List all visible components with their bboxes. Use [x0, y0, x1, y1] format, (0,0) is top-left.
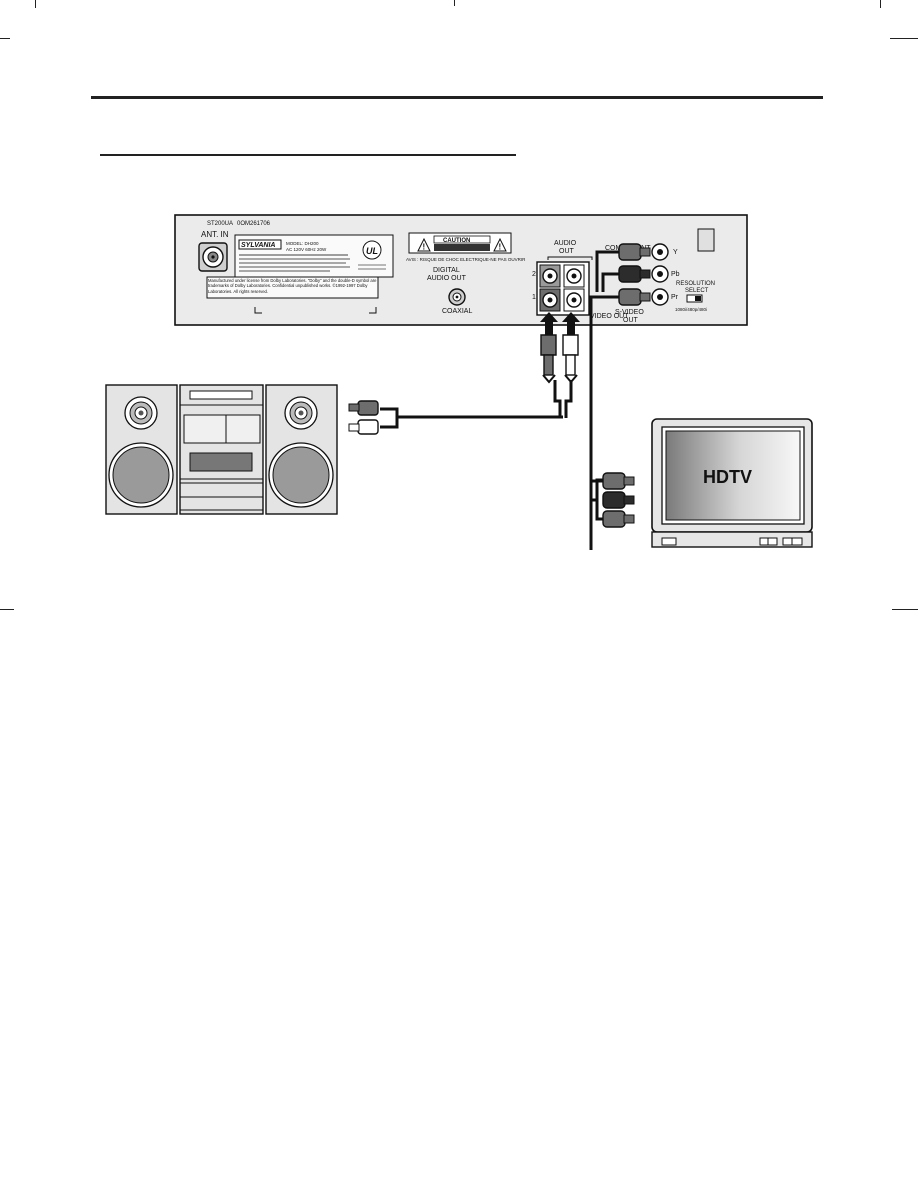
y-label: Y — [673, 249, 678, 256]
crop-mark — [454, 0, 455, 6]
pb-label: Pb — [671, 271, 680, 278]
component-plug — [618, 243, 651, 306]
svideo-out-label: OUT — [623, 317, 639, 324]
audio-out-label: AUDIO — [554, 240, 577, 247]
header-rule — [91, 96, 823, 99]
caution-text: AVIS : RISQUE DE CHOC ELECTRIQUE-NE PAS … — [406, 257, 526, 262]
svideo-out-label: S-VIDEO — [615, 309, 644, 316]
dolby-notice: Manufactured under license from Dolby La… — [206, 276, 379, 314]
connection-diagram: ST200UA 0OM261706 ANT. IN SYLVANIA MODEL… — [105, 214, 813, 550]
component-pr-jack[interactable] — [651, 288, 669, 306]
brand-logo: SYLVANIA — [241, 242, 276, 249]
resolution-label: RESOLUTION — [676, 281, 715, 287]
stereo-audio-plug — [348, 400, 379, 435]
hdtv-set: HDTV — [651, 418, 813, 548]
component-video-cable — [589, 465, 603, 521]
audio-channel-2: 2 — [532, 271, 536, 278]
crop-mark — [35, 0, 36, 8]
stereo-system — [105, 384, 338, 515]
ant-in-label: ANT. IN — [201, 230, 229, 239]
audio-out-jack[interactable] — [563, 264, 585, 288]
component-y-jack[interactable] — [651, 243, 669, 261]
crop-mark — [0, 609, 14, 610]
audio-cable — [380, 380, 573, 429]
player-rear-panel: ST200UA 0OM261706 ANT. IN SYLVANIA MODEL… — [174, 214, 748, 326]
digital-audio-label: AUDIO OUT — [427, 275, 467, 282]
svg-text:!: ! — [499, 243, 502, 252]
section-title-rule — [100, 154, 516, 156]
coaxial-label: COAXIAL — [442, 308, 472, 315]
coaxial-jack[interactable] — [448, 288, 466, 306]
resolution-label: SELECT — [685, 288, 709, 294]
panel-cover — [697, 228, 715, 252]
digital-audio-label: DIGITAL — [433, 267, 460, 274]
ant-in-jack[interactable] — [198, 242, 228, 272]
model-line: MODEL: DH200 — [286, 241, 319, 246]
ul-mark: UL — [366, 246, 378, 256]
crop-mark — [890, 38, 918, 39]
crop-mark — [0, 38, 10, 39]
insert-arrow — [540, 312, 580, 335]
component-plug — [602, 472, 635, 528]
crop-mark — [880, 0, 881, 8]
audio-plug-pair — [540, 334, 579, 384]
rating-label: SYLVANIA MODEL: DH200 AC 120V 60Hz 20W U… — [234, 234, 394, 278]
caution-title: CAUTION — [443, 238, 470, 244]
svg-text:!: ! — [423, 243, 426, 252]
model-code: ST200UA — [207, 221, 233, 227]
audio-out-jack[interactable] — [563, 288, 585, 312]
crop-mark — [892, 609, 918, 610]
audio-channel-1: 1 — [532, 294, 536, 301]
audio-out-jack[interactable] — [539, 264, 561, 288]
video-out-label: VIDEO OUT — [590, 313, 629, 320]
dolby-notice-text: Manufactured under license from Dolby La… — [208, 278, 377, 294]
resolution-values: 1080i/480p/480i — [675, 307, 707, 312]
power-line: AC 120V 60Hz 20W — [286, 247, 327, 252]
caution-label: ! ! CAUTION — [408, 232, 512, 254]
component-pb-jack[interactable] — [651, 265, 669, 283]
serial-code: 0OM261706 — [237, 221, 271, 227]
pr-label: Pr — [671, 294, 679, 301]
audio-out-jack[interactable] — [539, 288, 561, 312]
audio-out-label: OUT — [559, 248, 575, 255]
resolution-switch[interactable] — [686, 294, 703, 303]
hdtv-label: HDTV — [703, 467, 752, 487]
